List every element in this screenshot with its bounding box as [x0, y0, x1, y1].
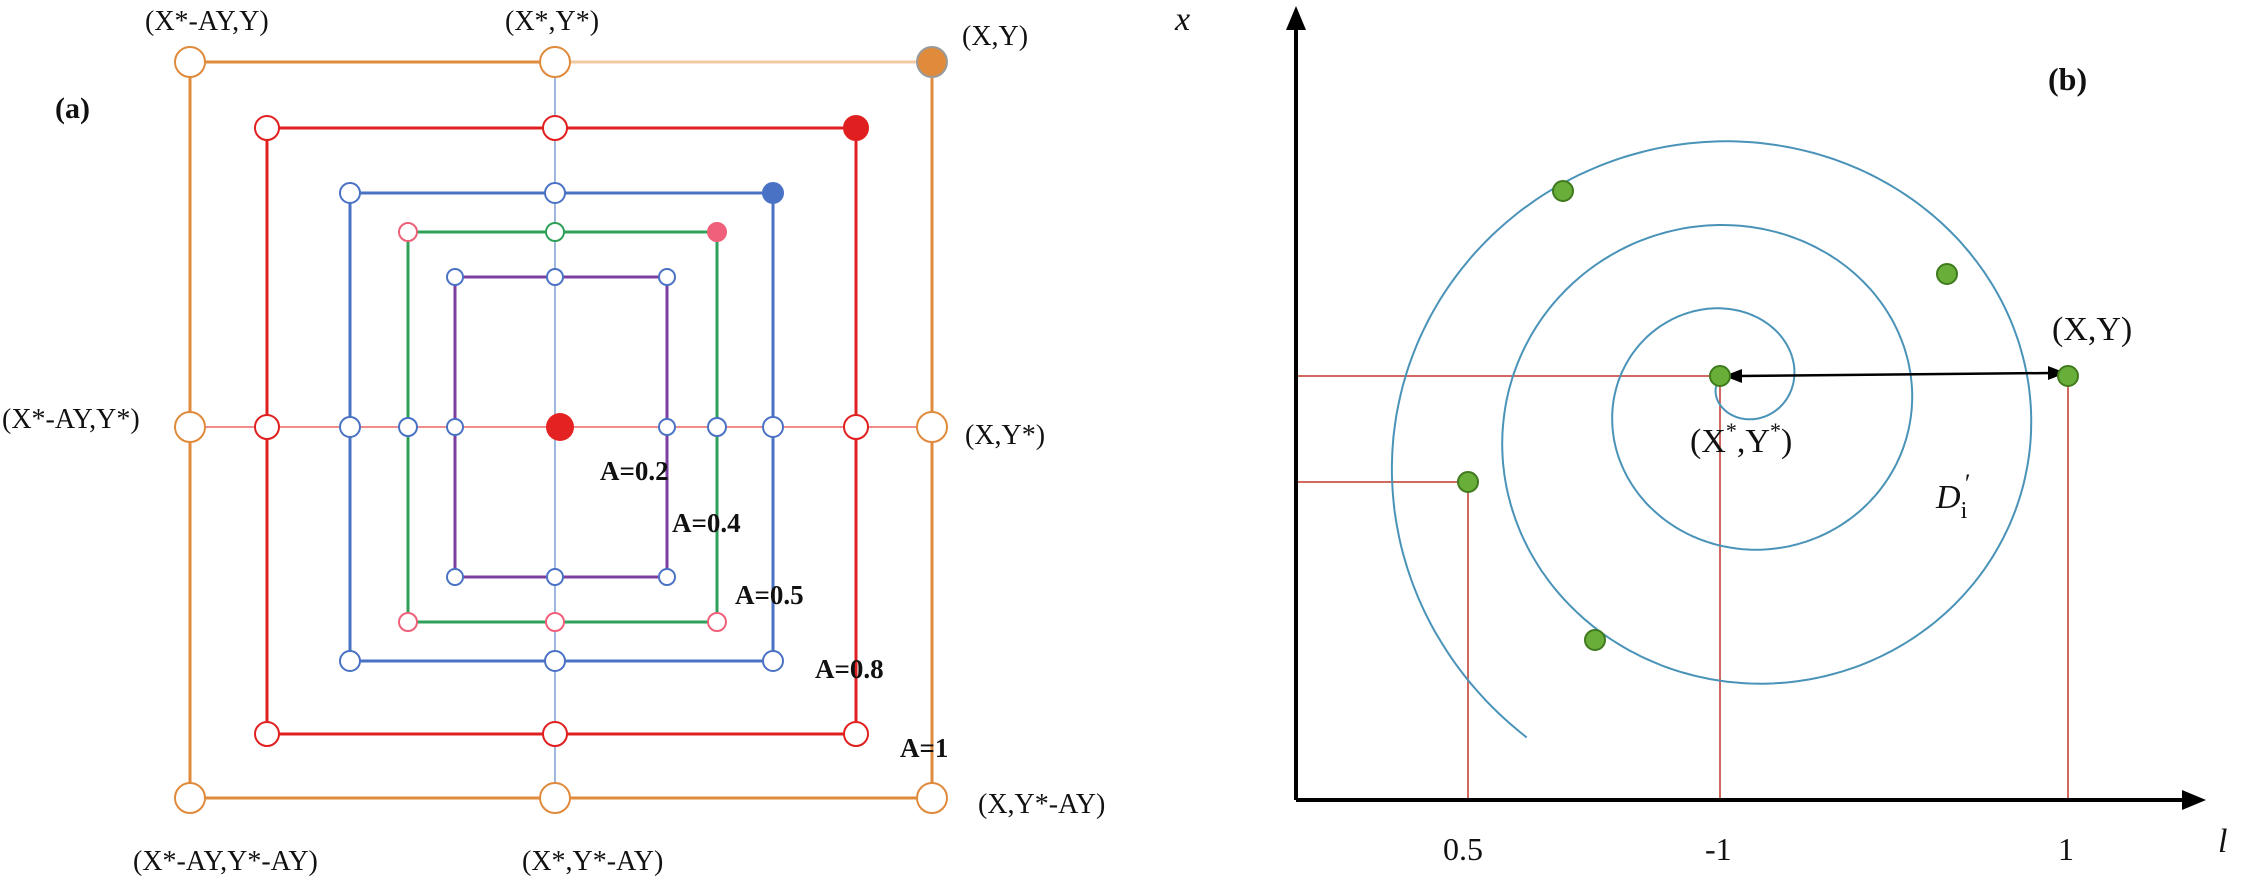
center-label-b: (X*,Y*) [1690, 418, 1792, 460]
node-bottom-left [174, 782, 206, 814]
label-xy-b: (X,Y) [2052, 311, 2132, 348]
label-a08: A=0.8 [815, 654, 884, 684]
spiral-curve [1390, 140, 2033, 739]
node-top-mid [539, 46, 571, 78]
spiral-point [1584, 629, 1606, 651]
node-bottom-right [916, 782, 948, 814]
spiral-point [1936, 263, 1958, 285]
node-top-left [174, 46, 206, 78]
label-a1: A=1 [900, 733, 948, 763]
distance-label: Di′ [1935, 469, 1969, 524]
panel-b: (b) x l 0.5 -1 1 (X,Y) (X*,Y*) Di′ [1174, 1, 2227, 867]
label-bottom-left: (X*-AY,Y*-AY) [133, 846, 318, 877]
node-mid-left [174, 411, 206, 443]
y-axis-label: x [1174, 1, 1190, 38]
guide-lines [1296, 375, 2069, 800]
pink-corner-filled [707, 222, 727, 242]
label-bottom-mid: (X*,Y*-AY) [522, 846, 663, 877]
node-mid-right [916, 411, 948, 443]
spiral-point [1457, 471, 1479, 493]
node-xy-filled [916, 46, 948, 78]
center-point [546, 413, 574, 441]
tick-0-5: 0.5 [1443, 831, 1483, 867]
label-bottom-right: (X,Y*-AY) [978, 789, 1105, 820]
distance-arrow-head-right [2048, 366, 2066, 380]
panel-a-label: (a) [55, 92, 90, 125]
label-mid-right: (X,Y*) [965, 420, 1045, 451]
distance-arrow [1737, 371, 2053, 378]
panel-b-label: (b) [2048, 61, 2087, 97]
label-top-mid: (X*,Y*) [505, 6, 599, 37]
label-a04: A=0.4 [672, 508, 741, 538]
green-square-nodes-2 [545, 222, 565, 242]
spiral-points [1457, 180, 2079, 651]
label-mid-left: (X*-AY,Y*) [2, 404, 140, 435]
red-square-nodes [254, 115, 869, 747]
blue-square-nodes [339, 182, 784, 672]
label-a05: A=0.5 [735, 580, 804, 610]
x-axis-arrow [2182, 790, 2206, 810]
label-top-right: (X,Y) [962, 21, 1028, 52]
distance-arrow-head-left [1724, 369, 1742, 383]
panel-a: (a) (X*-AY,Y) (X*,Y*) (X,Y) (X*-AY,Y*) (… [2, 6, 1105, 877]
tick-minus-1: -1 [1705, 831, 1732, 867]
blue-corner-filled [762, 182, 784, 204]
label-top-left: (X*-AY,Y) [145, 6, 269, 37]
red-corner-filled [843, 115, 869, 141]
y-axis-arrow [1286, 6, 1306, 30]
spiral-point [2057, 365, 2079, 387]
purple-square-nodes [446, 268, 676, 586]
green-square-mid-nodes [398, 417, 727, 437]
tick-1: 1 [2058, 831, 2074, 867]
x-axis-label: l [2218, 823, 2227, 860]
spiral-point [1552, 180, 1574, 202]
spiral-point [1709, 365, 1731, 387]
node-bottom-mid [539, 782, 571, 814]
outer-square-nodes [174, 46, 948, 814]
label-a02: A=0.2 [600, 456, 669, 486]
green-square-nodes [398, 222, 727, 632]
